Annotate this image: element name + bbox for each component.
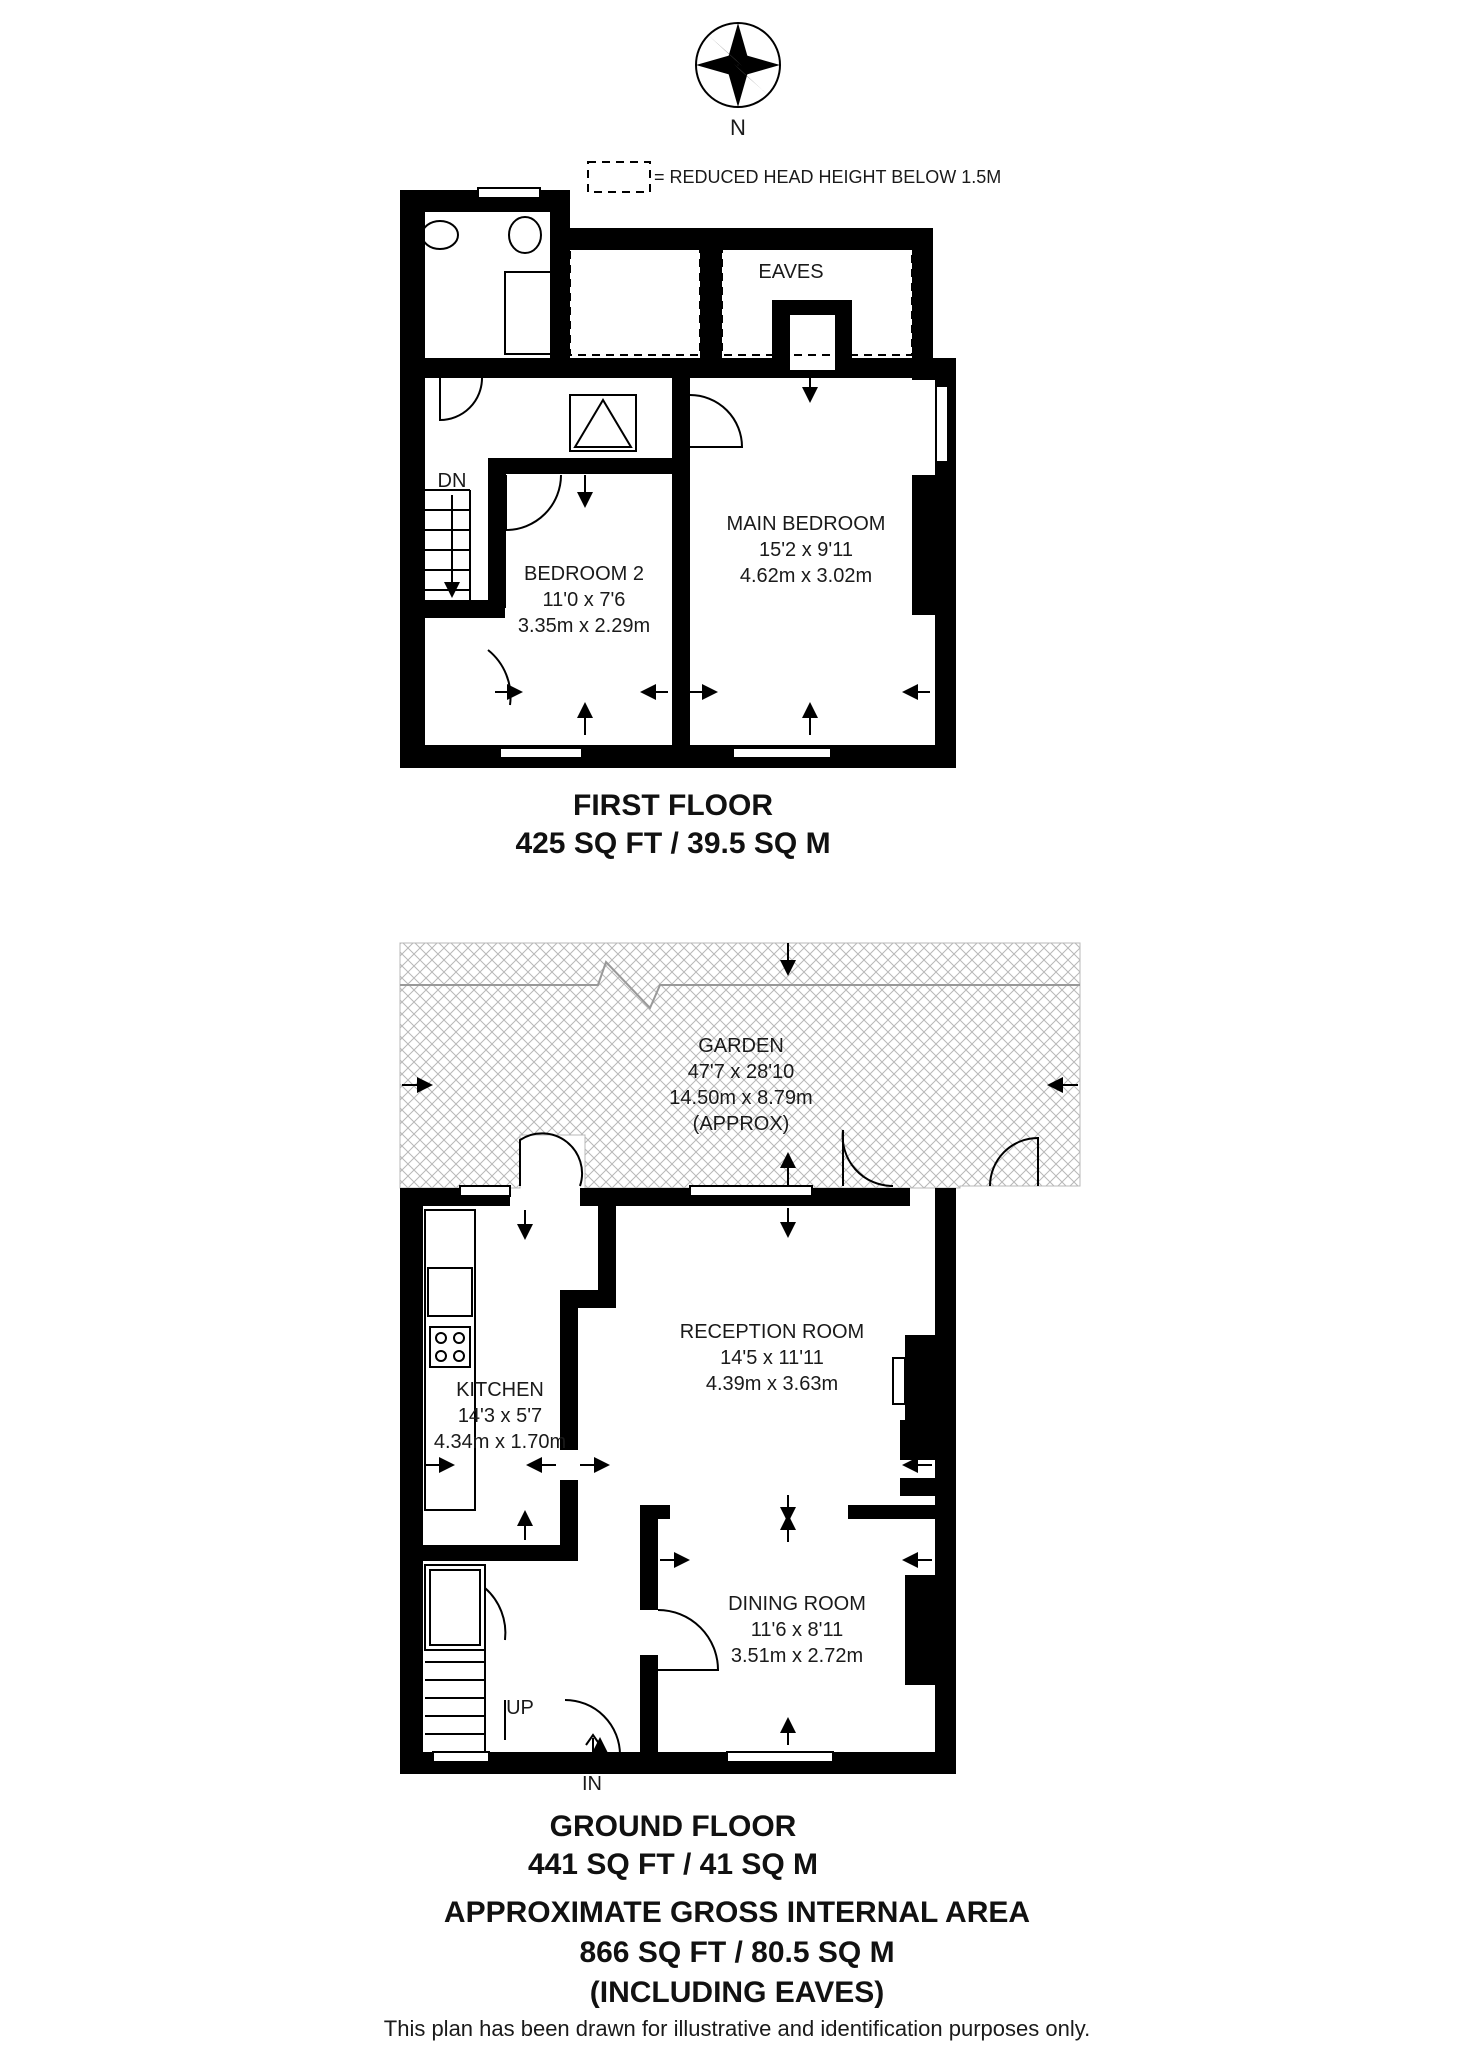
entrance-arrow-icon xyxy=(585,1733,601,1760)
kitchen-metric: 4.34m x 1.70m xyxy=(434,1431,566,1453)
reduced-height-legend-icon xyxy=(587,161,651,193)
ground-floor-title: GROUND FLOOR xyxy=(550,1810,797,1843)
ground-floor-area: 441 SQ FT / 41 SQ M xyxy=(528,1848,818,1881)
stairs-down-label: DN xyxy=(438,470,467,492)
bedroom2-imperial: 11'0 x 7'6 xyxy=(543,589,626,611)
dining-room-name: DINING ROOM xyxy=(728,1593,866,1615)
first-floor-area: 425 SQ FT / 39.5 SQ M xyxy=(515,827,830,860)
kitchen-name: KITCHEN xyxy=(456,1379,544,1401)
eaves-label: EAVES xyxy=(758,261,823,283)
main-bedroom-imperial: 15'2 x 9'11 xyxy=(759,539,853,561)
legend-text: = REDUCED HEAD HEIGHT BELOW 1.5M xyxy=(654,167,1001,187)
kitchen-imperial: 14'3 x 5'7 xyxy=(458,1405,542,1427)
garden-metric: 14.50m x 8.79m xyxy=(669,1087,812,1109)
bedroom2-metric: 3.35m x 2.29m xyxy=(518,615,650,637)
garden-note: (APPROX) xyxy=(693,1113,790,1135)
compass-icon xyxy=(695,22,781,108)
first-floor-title: FIRST FLOOR xyxy=(573,789,773,822)
reception-room-name: RECEPTION ROOM xyxy=(680,1321,864,1343)
summary-area: 866 SQ FT / 80.5 SQ M xyxy=(579,1936,894,1969)
main-bedroom-metric: 4.62m x 3.02m xyxy=(740,565,872,587)
bedroom2-name: BEDROOM 2 xyxy=(524,563,644,585)
garden-imperial: 47'7 x 28'10 xyxy=(688,1061,795,1083)
garden-name: GARDEN xyxy=(698,1035,784,1057)
summary-note: (INCLUDING EAVES) xyxy=(590,1976,884,2009)
north-label: N xyxy=(730,115,746,140)
entrance-label: IN xyxy=(582,1773,602,1795)
ground-floor-plan xyxy=(399,942,1081,1774)
summary-title: APPROXIMATE GROSS INTERNAL AREA xyxy=(444,1896,1030,1929)
reception-room-metric: 4.39m x 3.63m xyxy=(706,1373,838,1395)
first-floor-plan xyxy=(400,187,956,768)
stairs-up-label: UP xyxy=(506,1697,534,1719)
reception-room-imperial: 14'5 x 11'11 xyxy=(720,1347,824,1369)
dining-room-metric: 3.51m x 2.72m xyxy=(731,1645,863,1667)
main-bedroom-name: MAIN BEDROOM xyxy=(727,513,886,535)
dining-room-imperial: 11'6 x 8'11 xyxy=(751,1619,844,1641)
disclaimer-text: This plan has been drawn for illustrativ… xyxy=(384,2016,1090,2041)
